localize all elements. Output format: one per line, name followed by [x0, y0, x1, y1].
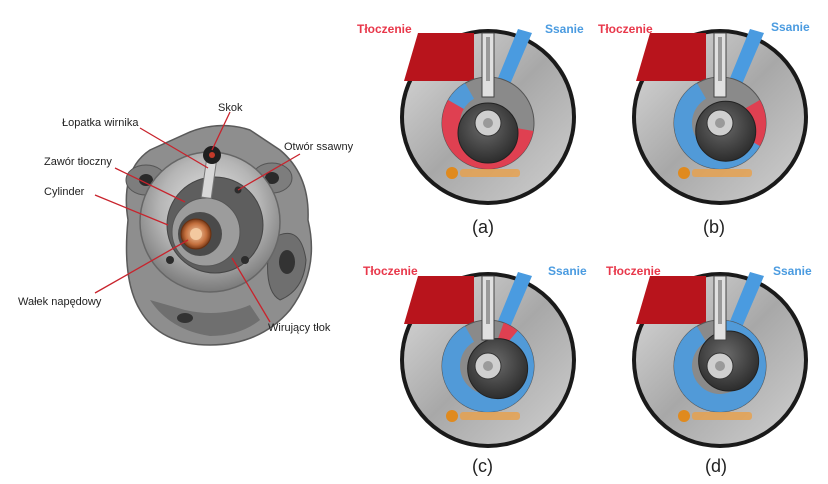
discharge-chamber	[636, 276, 706, 324]
logo-watermark	[460, 169, 520, 177]
vane-spring	[718, 280, 722, 324]
suction-gas	[448, 83, 474, 109]
panel-c	[400, 272, 576, 448]
discharge-chamber	[404, 276, 474, 324]
label-lopatka-wirnika: Łopatka wirnika	[62, 117, 139, 129]
label-otwor-ssawny: Otwór ssawny	[284, 141, 354, 153]
panel-a	[400, 29, 576, 205]
panel-d-suction-label: Ssanie	[773, 264, 812, 278]
logo-badge	[678, 410, 690, 422]
logo-badge	[446, 167, 458, 179]
shaft-bolt	[483, 361, 493, 371]
suction-port	[728, 29, 764, 89]
logo-watermark	[460, 412, 520, 420]
label-wirujacy-tlok: Wirujący tłok	[268, 322, 331, 334]
label-walek-napedowy: Wałek napędowy	[18, 296, 102, 308]
vane-spring	[486, 280, 490, 324]
label-skok: Skok	[218, 102, 243, 114]
panel-c-caption: (c)	[472, 456, 493, 476]
panel-d-discharge-label: Tłoczenie	[606, 264, 661, 278]
discharge-chamber	[404, 33, 474, 81]
panel-b	[632, 29, 808, 205]
logo-watermark	[692, 169, 752, 177]
panel-a-suction-label: Ssanie	[545, 22, 584, 36]
panel-d-caption: (d)	[705, 456, 727, 476]
shaft-bolt	[483, 118, 493, 128]
shaft-bolt	[715, 361, 725, 371]
shaft-bolt	[715, 118, 725, 128]
panel-a-discharge-label: Tłoczenie	[357, 22, 412, 36]
label-cylinder: Cylinder	[44, 186, 85, 198]
panel-c-suction-label: Ssanie	[548, 264, 587, 278]
panel-b-caption: (b)	[703, 217, 725, 237]
panel-c-discharge-label: Tłoczenie	[363, 264, 418, 278]
suction-port	[728, 272, 764, 332]
logo-badge	[446, 410, 458, 422]
compressor-illustration	[125, 124, 313, 346]
vane-spring	[718, 37, 722, 81]
panel-a-caption: (a)	[472, 217, 494, 237]
leader-lines	[94, 111, 301, 323]
logo-badge	[678, 167, 690, 179]
panel-b-suction-label: Ssanie	[771, 20, 810, 34]
vane-spring	[486, 37, 490, 81]
panel-d	[632, 272, 808, 448]
suction-port	[496, 29, 532, 89]
logo-watermark	[692, 412, 752, 420]
label-zawor-tloczny: Zawór tłoczny	[44, 156, 112, 168]
discharge-chamber	[636, 33, 706, 81]
suction-port	[496, 272, 532, 332]
panel-b-discharge-label: Tłoczenie	[598, 22, 653, 36]
